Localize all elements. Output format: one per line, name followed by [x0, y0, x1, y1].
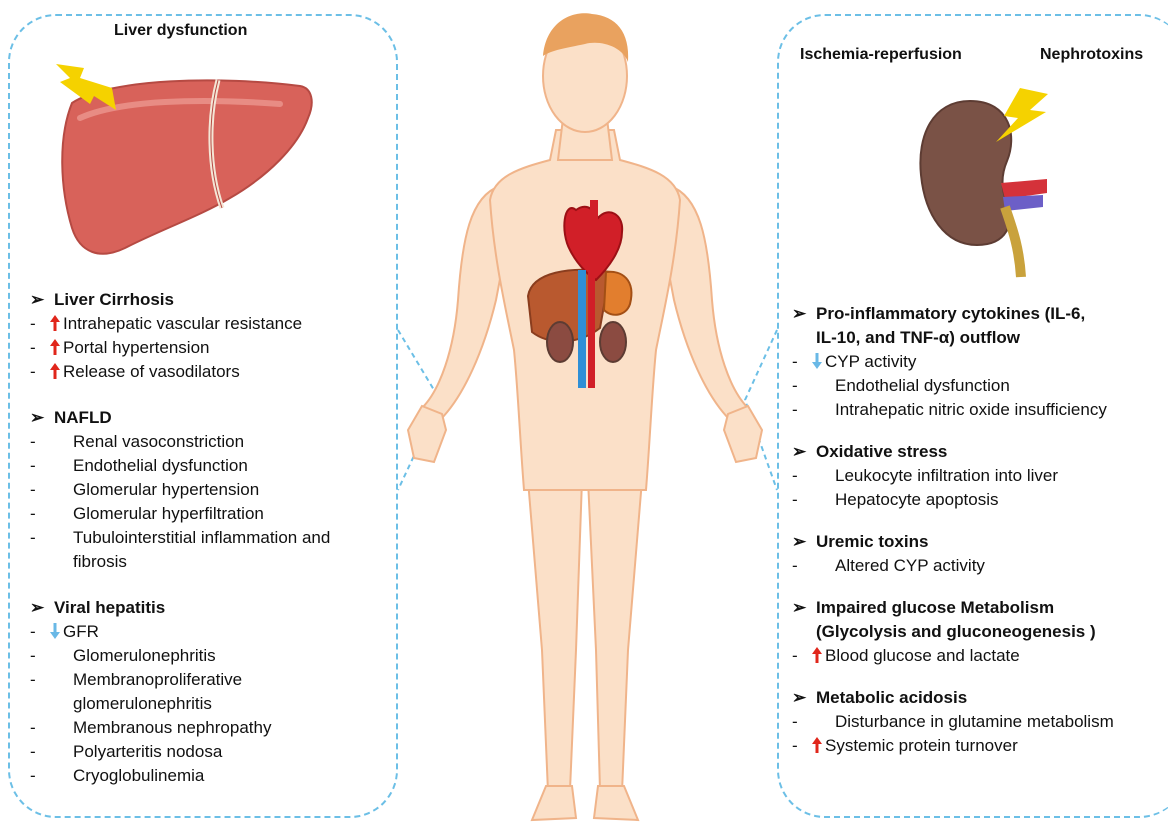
section-title-text: Uremic toxins: [816, 532, 928, 551]
list-item: -Intrahepatic nitric oxide insufficiency: [792, 398, 1107, 422]
list-item: -Glomerular hypertension: [30, 478, 259, 502]
human-body-illustration: [400, 10, 770, 826]
bullet-arrowhead-icon: ➢: [30, 288, 54, 312]
list-item: -Altered CYP activity: [792, 554, 985, 578]
list-item-text: glomerulonephritis: [73, 694, 212, 713]
list-item: -Endothelial dysfunction: [30, 454, 248, 478]
bullet-arrowhead-icon: ➢: [30, 406, 54, 430]
section-title-text: NAFLD: [54, 408, 112, 427]
list-item-text: Endothelial dysfunction: [835, 376, 1010, 395]
list-item: -Hepatocyte apoptosis: [792, 488, 999, 512]
list-item: -Tubulointerstitial inflammation and: [30, 526, 330, 550]
list-item-text: GFR: [63, 622, 99, 641]
list-item: fibrosis: [30, 550, 127, 574]
bullet-arrowhead-icon: ➢: [792, 530, 816, 554]
list-item-text: Endothelial dysfunction: [73, 456, 248, 475]
section-title: (Glycolysis and gluconeogenesis ): [792, 620, 1096, 644]
section-title: ➢Pro-inflammatory cytokines (IL-6,: [792, 302, 1085, 326]
list-item-text: Release of vasodilators: [63, 362, 240, 381]
bullet-arrowhead-icon: ➢: [792, 440, 816, 464]
up-arrow-icon: [812, 647, 822, 663]
list-item: -Blood glucose and lactate: [792, 644, 1020, 668]
list-item-text: Glomerular hypertension: [73, 480, 259, 499]
list-item: -CYP activity: [792, 350, 916, 374]
list-item-text: fibrosis: [73, 552, 127, 571]
list-item-text: Renal vasoconstriction: [73, 432, 244, 451]
list-item: -Release of vasodilators: [30, 360, 240, 384]
section-title: IL-10, and TNF-α) outflow: [792, 326, 1020, 350]
list-item-text: Cryoglobulinemia: [73, 766, 204, 785]
list-item-text: Leukocyte infiltration into liver: [835, 466, 1058, 485]
list-item: -Membranoproliferative: [30, 668, 242, 692]
list-item: -GFR: [30, 620, 99, 644]
section-title: ➢Uremic toxins: [792, 530, 928, 554]
nephrotoxins-heading: Nephrotoxins: [1040, 46, 1143, 64]
section-title: ➢Impaired glucose Metabolism: [792, 596, 1054, 620]
liver-dysfunction-heading: Liver dysfunction: [114, 22, 247, 40]
lightning-bolt-icon: [54, 60, 118, 112]
up-arrow-icon: [812, 737, 822, 753]
list-item-text: Intrahepatic nitric oxide insufficiency: [835, 400, 1107, 419]
list-item-text: Glomerulonephritis: [73, 646, 216, 665]
up-arrow-icon: [50, 315, 60, 331]
down-arrow-icon: [812, 353, 822, 369]
down-arrow-icon: [50, 623, 60, 639]
list-item-text: Tubulointerstitial inflammation and: [73, 528, 330, 547]
bullet-arrowhead-icon: ➢: [792, 596, 816, 620]
lightning-bolt-icon: [990, 86, 1050, 144]
bullet-arrowhead-icon: ➢: [30, 596, 54, 620]
up-arrow-icon: [50, 363, 60, 379]
list-item: -Glomerular hyperfiltration: [30, 502, 264, 526]
section-title-text: IL-10, and TNF-α) outflow: [816, 328, 1020, 347]
list-item-text: Intrahepatic vascular resistance: [63, 314, 302, 333]
list-item: -Endothelial dysfunction: [792, 374, 1010, 398]
list-item: -Leukocyte infiltration into liver: [792, 464, 1058, 488]
section-title: ➢NAFLD: [30, 406, 112, 430]
list-item: glomerulonephritis: [30, 692, 212, 716]
list-item: -Cryoglobulinemia: [30, 764, 204, 788]
section-title-text: Oxidative stress: [816, 442, 947, 461]
list-item-text: Polyarteritis nodosa: [73, 742, 222, 761]
list-item-text: CYP activity: [825, 352, 916, 371]
list-item: -Glomerulonephritis: [30, 644, 216, 668]
list-item-text: Systemic protein turnover: [825, 736, 1018, 755]
bullet-arrowhead-icon: ➢: [792, 302, 816, 326]
list-item: -Portal hypertension: [30, 336, 209, 360]
list-item-text: Hepatocyte apoptosis: [835, 490, 999, 509]
list-item-text: Membranous nephropathy: [73, 718, 271, 737]
list-item-text: Blood glucose and lactate: [825, 646, 1020, 665]
list-item-text: Altered CYP activity: [835, 556, 985, 575]
list-item: -Disturbance in glutamine metabolism: [792, 710, 1114, 734]
section-title-text: (Glycolysis and gluconeogenesis ): [816, 622, 1096, 641]
list-item-text: Glomerular hyperfiltration: [73, 504, 264, 523]
section-title: ➢Liver Cirrhosis: [30, 288, 174, 312]
section-title: ➢Oxidative stress: [792, 440, 947, 464]
list-item-text: Membranoproliferative: [73, 670, 242, 689]
section-title: ➢Viral hepatitis: [30, 596, 165, 620]
section-title: ➢Metabolic acidosis: [792, 686, 967, 710]
list-item: -Intrahepatic vascular resistance: [30, 312, 302, 336]
ischemia-reperfusion-heading: Ischemia-reperfusion: [800, 46, 962, 64]
section-title-text: Metabolic acidosis: [816, 688, 967, 707]
section-title-text: Impaired glucose Metabolism: [816, 598, 1054, 617]
list-item-text: Disturbance in glutamine metabolism: [835, 712, 1114, 731]
section-title-text: Viral hepatitis: [54, 598, 165, 617]
section-title-text: Pro-inflammatory cytokines (IL-6,: [816, 304, 1085, 323]
list-item: -Membranous nephropathy: [30, 716, 271, 740]
list-item: -Renal vasoconstriction: [30, 430, 244, 454]
list-item-text: Portal hypertension: [63, 338, 209, 357]
bullet-arrowhead-icon: ➢: [792, 686, 816, 710]
list-item: -Polyarteritis nodosa: [30, 740, 222, 764]
up-arrow-icon: [50, 339, 60, 355]
list-item: -Systemic protein turnover: [792, 734, 1018, 758]
section-title-text: Liver Cirrhosis: [54, 290, 174, 309]
